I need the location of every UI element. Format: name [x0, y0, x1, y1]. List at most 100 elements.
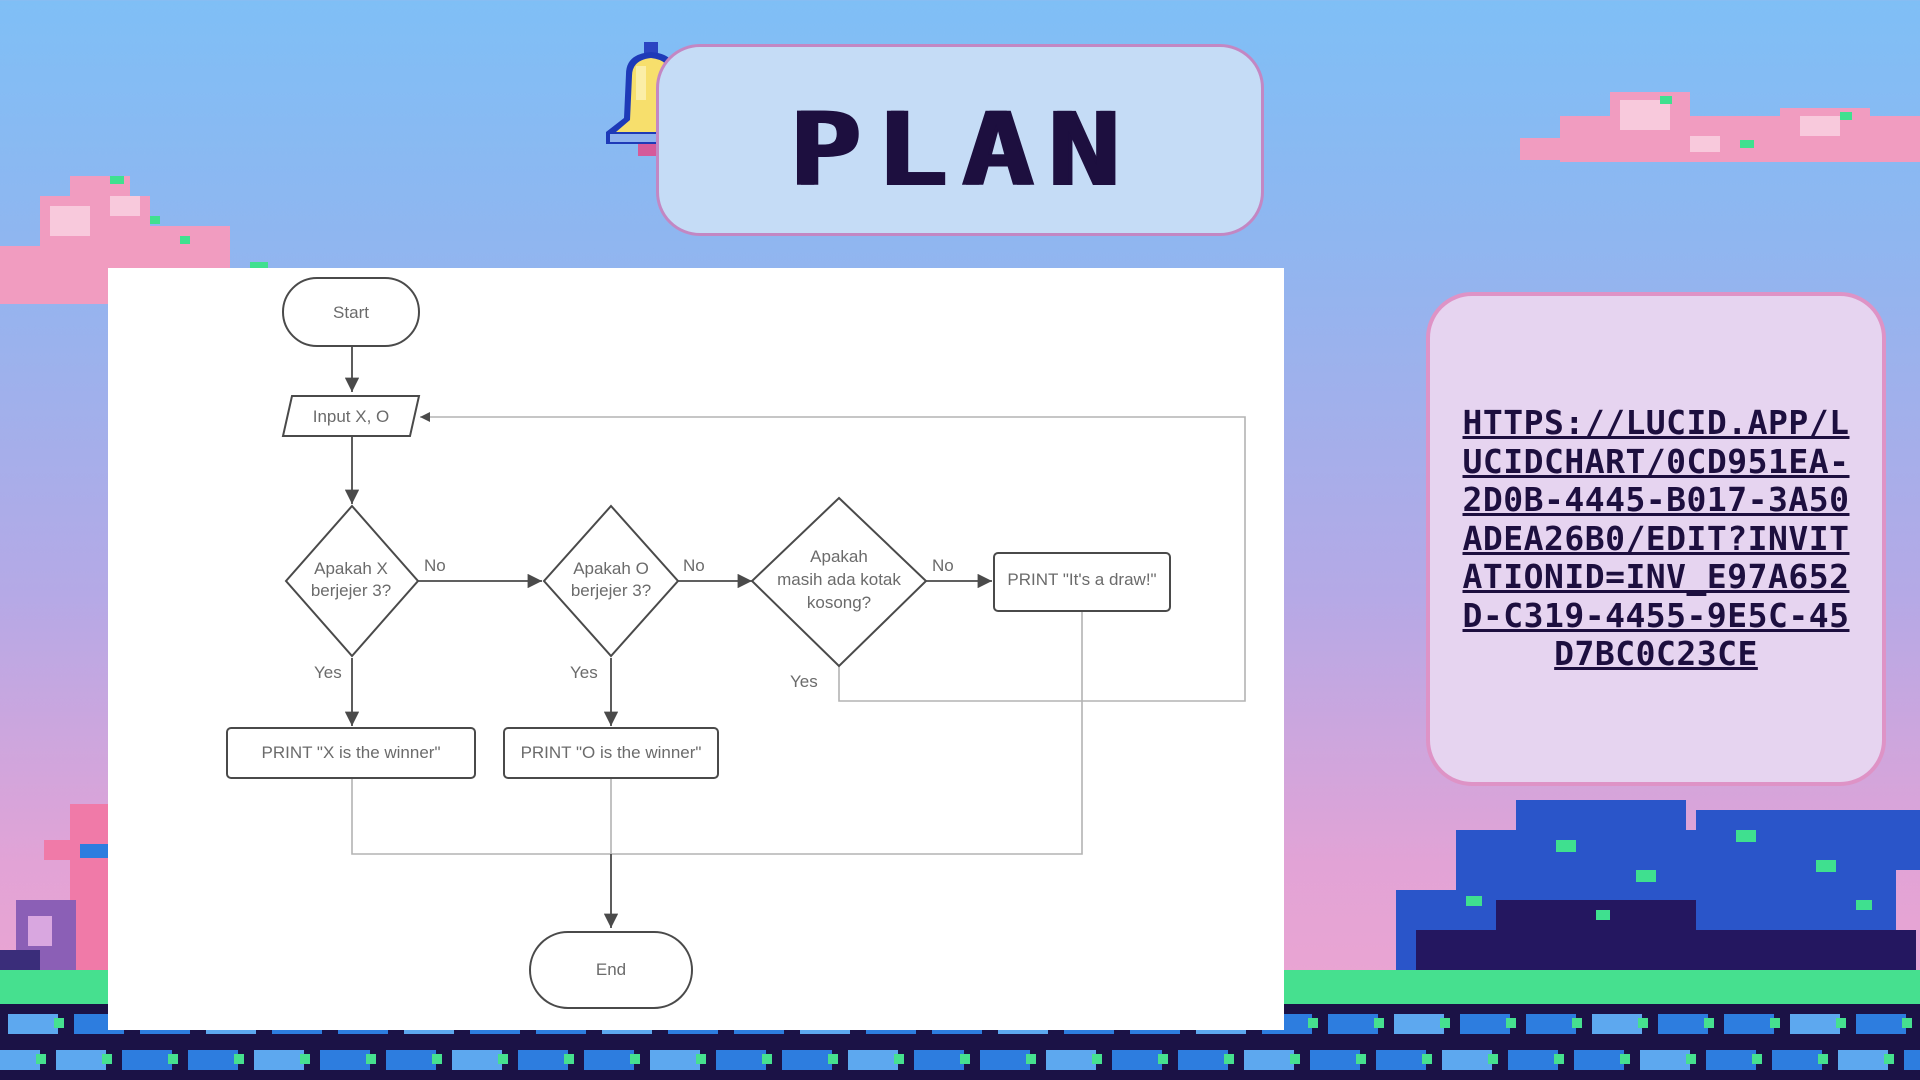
- brick-moss: [1224, 1054, 1234, 1064]
- brick-moss: [960, 1054, 970, 1064]
- brick: [1574, 1050, 1624, 1070]
- brick-moss: [1770, 1018, 1780, 1028]
- yes-label-1: Yes: [314, 663, 342, 682]
- brick: [1724, 1014, 1774, 1034]
- brick: [0, 1050, 40, 1070]
- start-label: Start: [333, 303, 369, 322]
- brick-moss: [1290, 1054, 1300, 1064]
- print-o-label: PRINT "O is the winner": [521, 743, 702, 762]
- brick-moss: [564, 1054, 574, 1064]
- brick-moss: [762, 1054, 772, 1064]
- flowchart: Start Input X, O Apakah X berjejer 3? Ap…: [226, 277, 1246, 1009]
- brick-moss: [432, 1054, 442, 1064]
- brick: [8, 1014, 58, 1034]
- brick-moss: [168, 1054, 178, 1064]
- brick: [1904, 1050, 1920, 1070]
- brick: [56, 1050, 106, 1070]
- brick: [1508, 1050, 1558, 1070]
- brick-moss: [696, 1054, 706, 1064]
- brick: [1442, 1050, 1492, 1070]
- brick: [1376, 1050, 1426, 1070]
- brick-moss: [1308, 1018, 1318, 1028]
- brick: [650, 1050, 700, 1070]
- brick-moss: [1620, 1054, 1630, 1064]
- edge-loop-input: [420, 416, 1246, 702]
- brick-moss: [894, 1054, 904, 1064]
- brick: [188, 1050, 238, 1070]
- start-terminal: [282, 277, 420, 347]
- no-label-3: No: [932, 556, 954, 575]
- brick-moss: [102, 1054, 112, 1064]
- decision-empty-line3: kosong?: [807, 593, 871, 612]
- print-draw-label: PRINT "It's a draw!": [1007, 570, 1156, 589]
- brick-moss: [366, 1054, 376, 1064]
- brick-moss: [1704, 1018, 1714, 1028]
- cloud-right: [1520, 86, 1920, 178]
- brick-moss: [1356, 1054, 1366, 1064]
- brick: [518, 1050, 568, 1070]
- brick: [716, 1050, 766, 1070]
- link-panel: HTTPS://LUCID.APP/LUCIDCHART/0CD951EA-2D…: [1426, 292, 1886, 786]
- brick-moss: [234, 1054, 244, 1064]
- brick: [386, 1050, 436, 1070]
- brick-moss: [828, 1054, 838, 1064]
- brick: [1790, 1014, 1840, 1034]
- brick: [1856, 1014, 1906, 1034]
- brick-moss: [1902, 1018, 1912, 1028]
- brick: [848, 1050, 898, 1070]
- cloud-left: [0, 176, 270, 310]
- decision-empty-line1: Apakah: [810, 547, 868, 566]
- decision-x: [284, 504, 420, 658]
- brick: [1112, 1050, 1162, 1070]
- brick: [1640, 1050, 1690, 1070]
- yes-label-2: Yes: [570, 663, 598, 682]
- brick: [122, 1050, 172, 1070]
- end-terminal: [529, 931, 693, 1009]
- brick: [254, 1050, 304, 1070]
- brick: [1244, 1050, 1294, 1070]
- brick: [1772, 1050, 1822, 1070]
- brick: [1178, 1050, 1228, 1070]
- brick: [1046, 1050, 1096, 1070]
- input-parallelogram: [281, 395, 421, 437]
- decision-x-line1: Apakah X: [314, 559, 388, 578]
- brick-moss: [630, 1054, 640, 1064]
- page-title: PLAN: [787, 91, 1133, 210]
- brick-moss: [1422, 1054, 1432, 1064]
- brick-moss: [300, 1054, 310, 1064]
- brick: [980, 1050, 1030, 1070]
- brick: [1310, 1050, 1360, 1070]
- decision-o-line1: Apakah O: [573, 559, 649, 578]
- no-label-2: No: [683, 556, 705, 575]
- decision-x-line2: berjejer 3?: [311, 581, 391, 600]
- flowchart-card: Start Input X, O Apakah X berjejer 3? Ap…: [108, 268, 1284, 1030]
- brick-moss: [1026, 1054, 1036, 1064]
- edge-merge-draw-x: [351, 612, 1083, 855]
- brick-moss: [1638, 1018, 1648, 1028]
- yes-label-3: Yes: [790, 672, 818, 691]
- end-label: End: [596, 960, 626, 979]
- brick: [1526, 1014, 1576, 1034]
- brick-moss: [1554, 1054, 1564, 1064]
- brick: [1592, 1014, 1642, 1034]
- print-draw-box: [993, 552, 1171, 612]
- decision-o: [542, 504, 680, 658]
- brick: [1460, 1014, 1510, 1034]
- title-banner: PLAN: [656, 44, 1264, 236]
- brick-moss: [54, 1018, 64, 1028]
- brick-moss: [36, 1054, 46, 1064]
- brick: [320, 1050, 370, 1070]
- brick-moss: [1374, 1018, 1384, 1028]
- brick: [782, 1050, 832, 1070]
- tower-decoration: [0, 800, 110, 980]
- brick: [1838, 1050, 1888, 1070]
- brick-moss: [1818, 1054, 1828, 1064]
- brick: [1658, 1014, 1708, 1034]
- brick-moss: [1836, 1018, 1846, 1028]
- lucidchart-link[interactable]: HTTPS://LUCID.APP/LUCIDCHART/0CD951EA-2D…: [1462, 403, 1850, 674]
- brick-moss: [498, 1054, 508, 1064]
- brick: [584, 1050, 634, 1070]
- bush-decoration: [1396, 800, 1920, 976]
- brick-moss: [1506, 1018, 1516, 1028]
- brick: [1394, 1014, 1444, 1034]
